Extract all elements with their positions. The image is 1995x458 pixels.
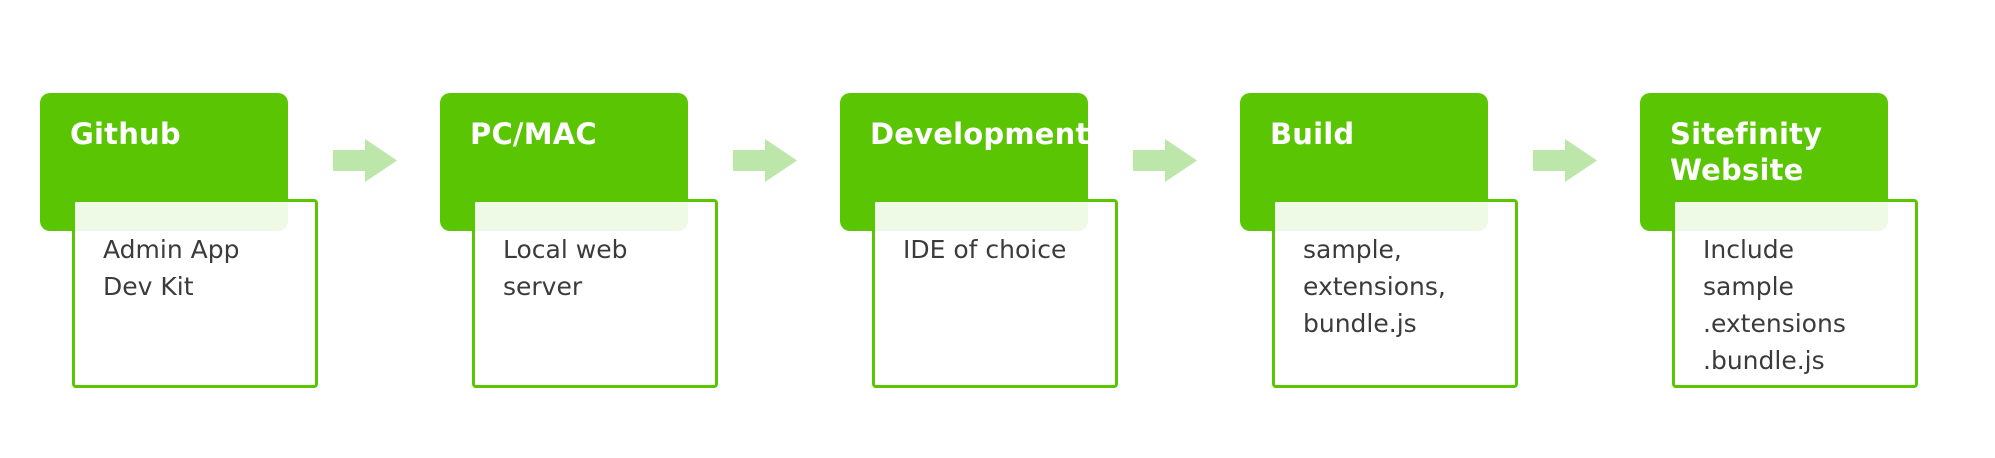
step-title: Development (870, 117, 1090, 151)
step-title: PC/MAC (470, 117, 597, 151)
arrow-right-icon (333, 139, 397, 182)
flow-step-development: Development IDE of choice (840, 93, 1120, 389)
step-detail-text: Admin App Dev Kit (103, 235, 240, 301)
arrow-right-icon (1133, 139, 1197, 182)
step-detail-text: IDE of choice (903, 235, 1067, 264)
step-detail-text: Include sample .extensions .bundle.js (1703, 235, 1846, 375)
step-title: Github (70, 117, 181, 151)
arrow-right-icon (1533, 139, 1597, 182)
flow-step-pc-mac: PC/MAC Local web server (440, 93, 720, 389)
step-detail-text: Local web server (503, 235, 628, 301)
flow-step-github: Github Admin App Dev Kit (40, 93, 320, 389)
step-title: Build (1270, 117, 1355, 151)
step-detail-card: Local web server (472, 199, 718, 388)
step-detail-card: IDE of choice (872, 199, 1118, 388)
flow-step-sitefinity-website: Sitefinity Website Include sample .exten… (1640, 93, 1920, 389)
step-detail-card: sample, extensions, bundle.js (1272, 199, 1518, 388)
step-title: Sitefinity Website (1670, 117, 1823, 187)
flow-step-build: Build sample, extensions, bundle.js (1240, 93, 1520, 389)
step-detail-card: Include sample .extensions .bundle.js (1672, 199, 1918, 388)
step-detail-card: Admin App Dev Kit (72, 199, 318, 388)
step-detail-text: sample, extensions, bundle.js (1303, 235, 1446, 338)
arrow-right-icon (733, 139, 797, 182)
